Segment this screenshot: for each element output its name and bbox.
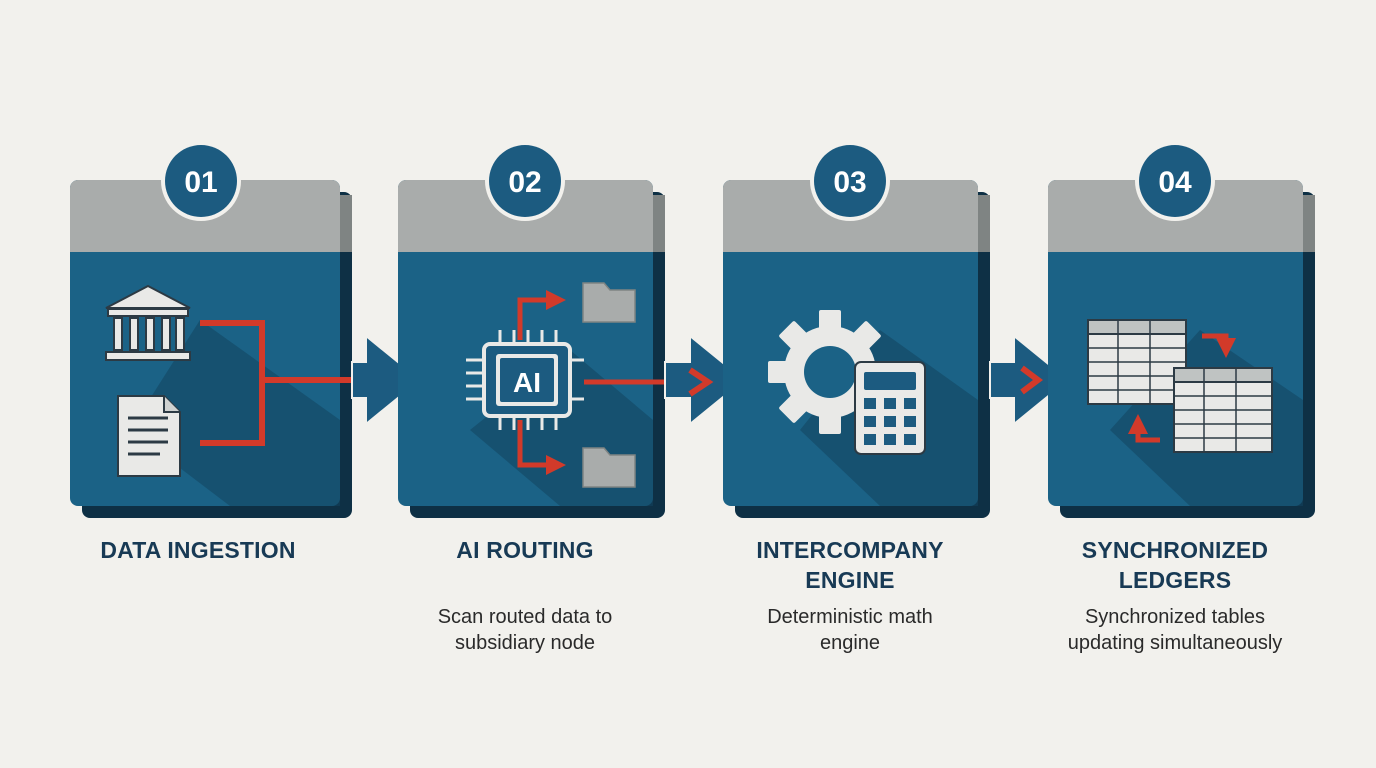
ai-chip-label: AI	[513, 367, 541, 398]
step-description-2: Scan routed data to subsidiary node	[437, 606, 613, 654]
ai-chip-icon: AI	[466, 330, 584, 430]
folder-icon	[582, 282, 636, 323]
ledger-table-icon	[1173, 367, 1273, 453]
gear-icon	[768, 310, 892, 434]
step-number-1: 01	[184, 166, 217, 199]
step-number-2: 02	[508, 166, 541, 199]
step-badge-1: 01	[161, 141, 241, 221]
step-card-3	[723, 180, 990, 518]
step-badge-3: 03	[810, 141, 890, 221]
folder-icon	[582, 447, 636, 488]
step-card-4	[1048, 180, 1315, 518]
step-number-3: 03	[833, 166, 866, 199]
red-arrow-head	[1020, 365, 1043, 395]
step-title-2: AI ROUTING	[456, 537, 594, 563]
step-title-3: INTERCOMPANY ENGINE	[756, 537, 944, 593]
route-up	[517, 290, 566, 340]
step-title-4: SYNCHRONIZED LEDGERS	[1081, 537, 1269, 593]
ledger-table-icon	[1087, 319, 1187, 405]
document-icon	[117, 395, 181, 477]
step-card-2: AI	[398, 180, 714, 518]
step-badge-2: 02	[485, 141, 565, 221]
sync-arrows-icon	[1128, 333, 1236, 443]
step-badge-4: 04	[1135, 141, 1215, 221]
step-description-3: Deterministic math engine	[767, 606, 933, 654]
route-down	[517, 420, 566, 475]
calculator-icon	[854, 361, 926, 455]
step-card-1	[70, 180, 394, 518]
bank-icon	[105, 284, 191, 361]
step-title-1: DATA INGESTION	[100, 537, 296, 563]
flow-arrow-1	[351, 333, 422, 427]
step-number-4: 04	[1158, 166, 1192, 199]
flow-arrow-3	[989, 333, 1070, 427]
step-description-4: Synchronized tables updating simultaneou…	[1067, 606, 1283, 654]
